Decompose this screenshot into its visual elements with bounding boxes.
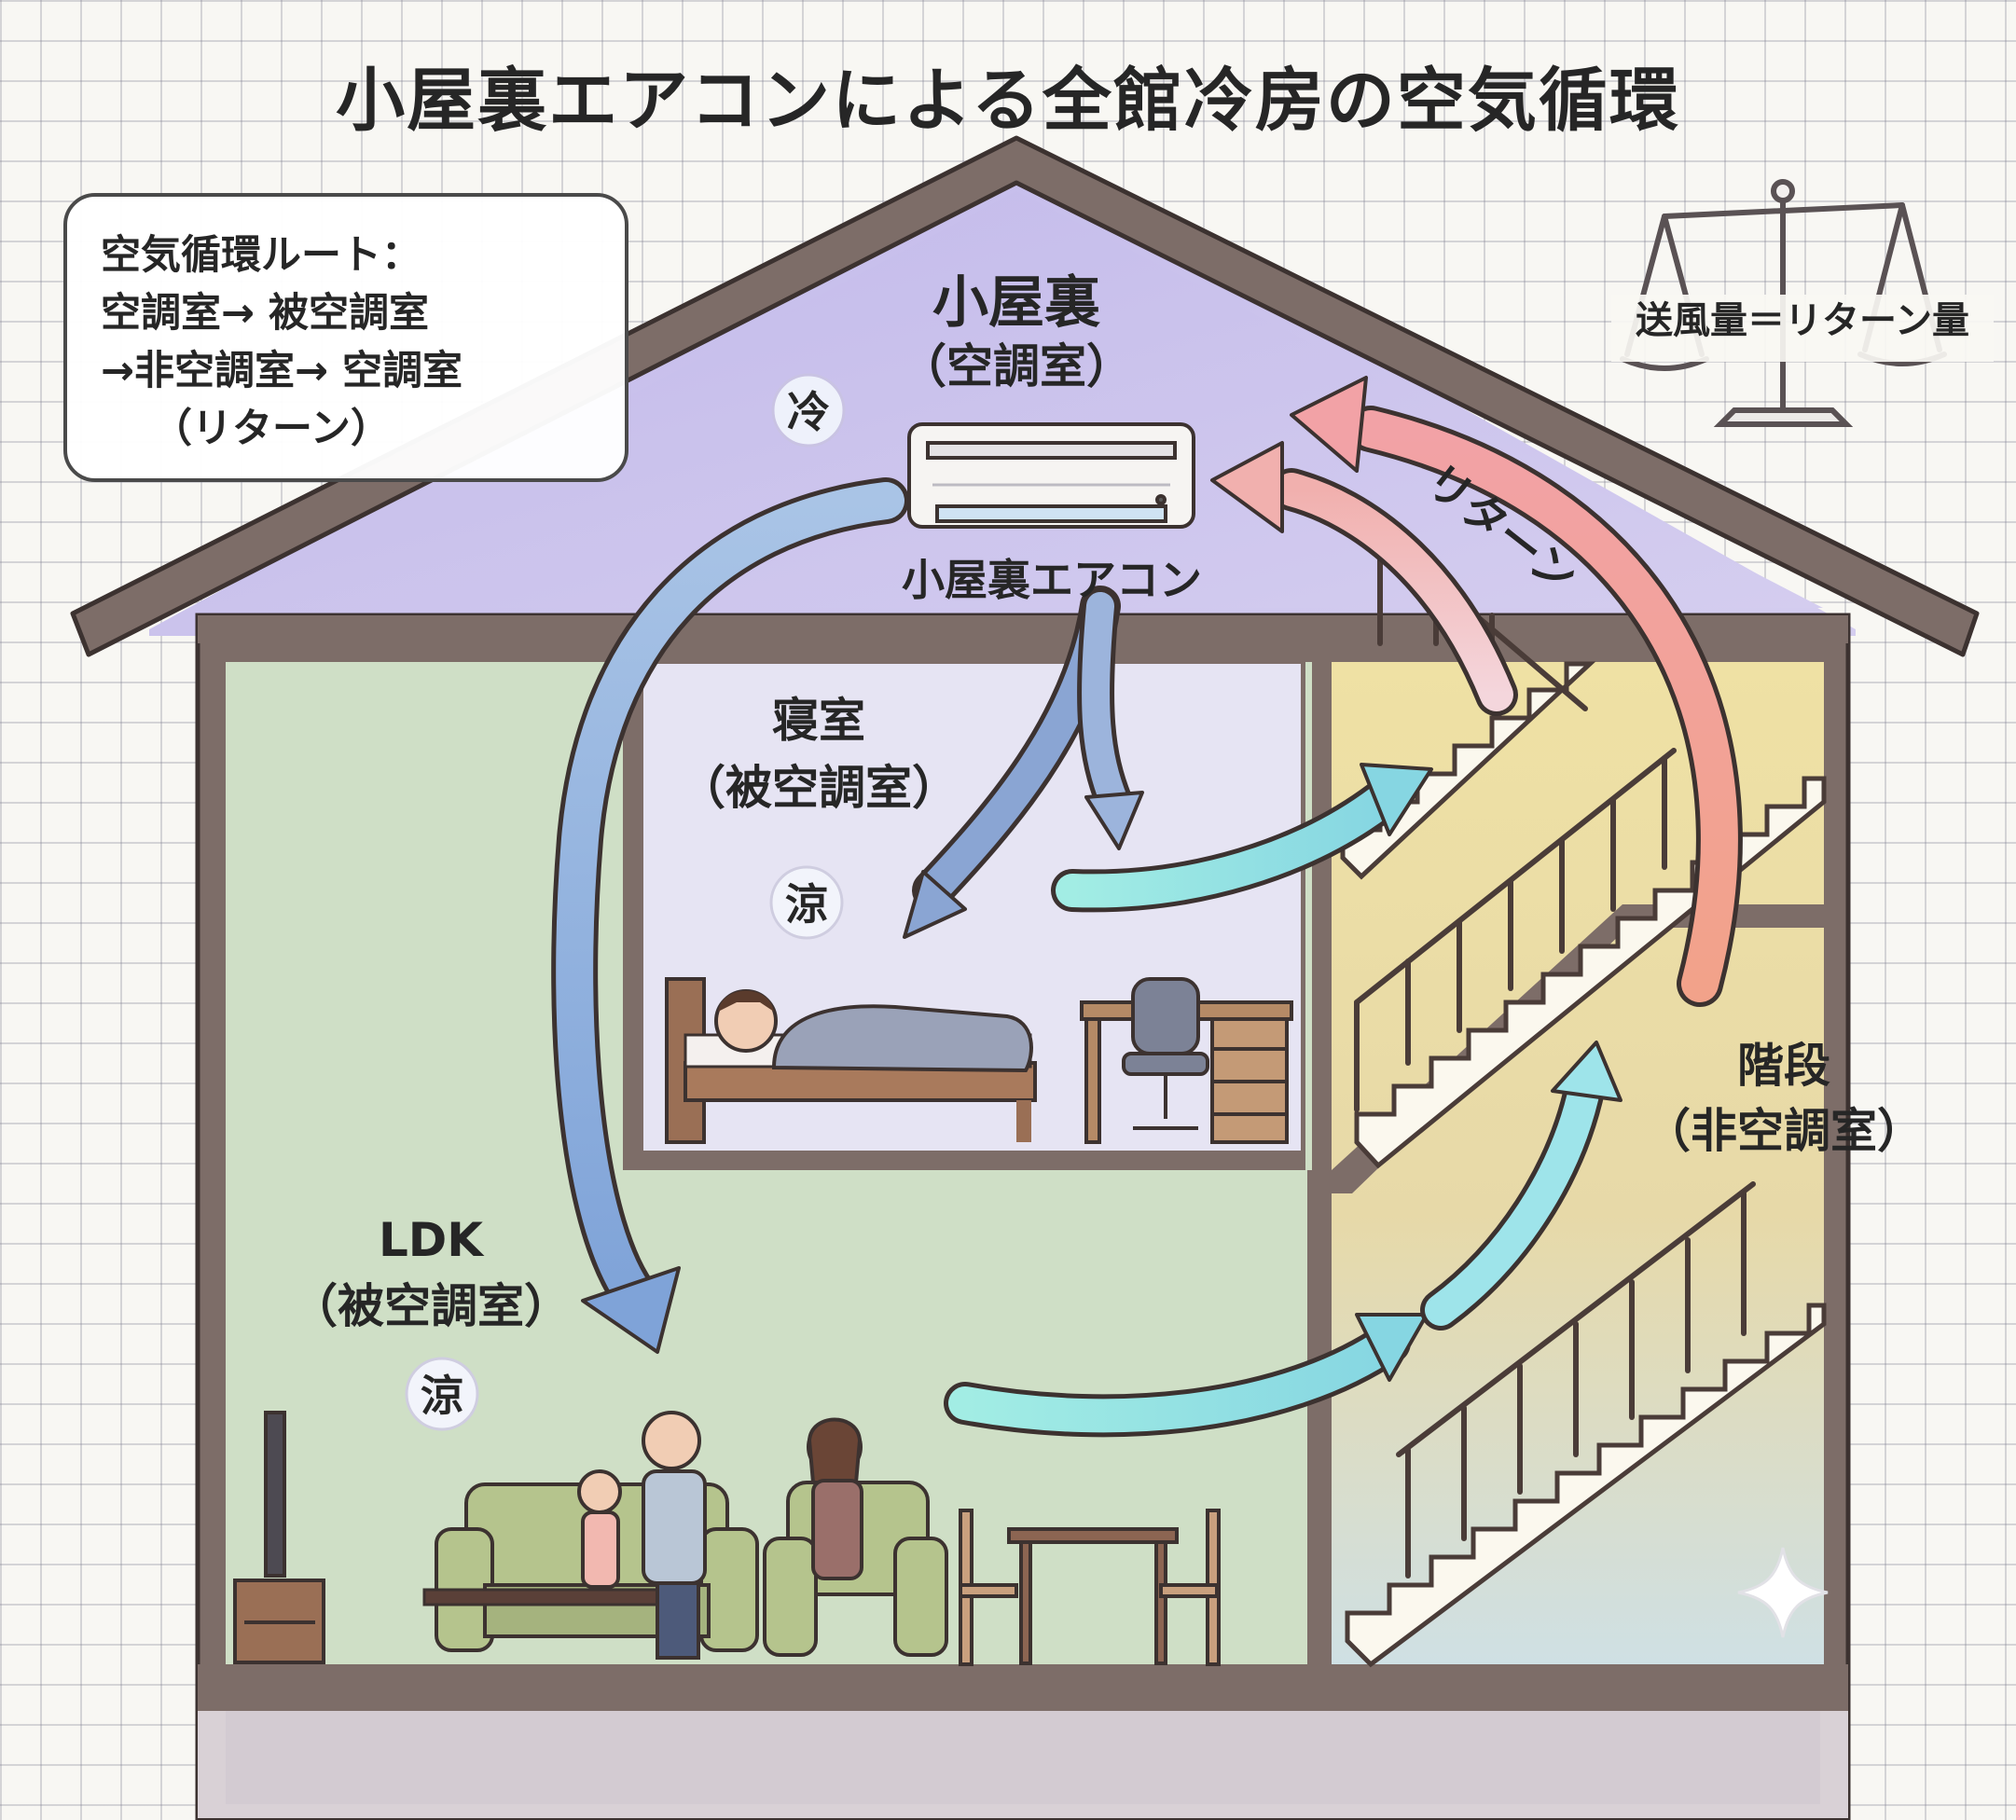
stairs-name: 階段 [1737,1039,1830,1093]
route-line-4: （リターン） [152,406,391,452]
attic-name: 小屋裏 [932,270,1100,336]
ldk-badge-text: 涼 [421,1371,463,1421]
stairs-type: （非空調室） [1644,1104,1924,1158]
return-arrow-outer-head [1290,376,1368,473]
diagram-title: 小屋裏エアコンによる全館冷房の空気循環 [336,61,1680,141]
bedroom-badge-text: 涼 [785,879,828,930]
ldk-stair-wall [1307,1170,1332,1664]
bedroom-type: （被空調室） [679,761,959,815]
route-box: 空気循環ルート： 空調室→ 被空調室 →非空調室→ 空調室 （リターン） [63,193,628,482]
family-people [577,1411,863,1660]
attic-inner [228,191,1823,608]
air-conditioner-icon [907,422,1195,529]
ldk-type: （被空調室） [291,1279,571,1333]
roof [70,135,1980,657]
bed [665,977,1037,1144]
route-line-2: 空調室→ 被空調室 [101,290,429,337]
coffee-table [422,1588,669,1606]
attic-floor [198,615,1848,643]
attic-type: （空調室） [900,339,1133,393]
ac-label: 小屋裏エアコン [902,555,1202,605]
bedroom-badge [769,865,844,940]
supply-arrow-ldk-head [581,1266,681,1354]
bedroom-name: 寝室 [772,694,865,748]
dining-set [959,1509,1221,1666]
route-line-3: →非空調室→ 空調室 [101,348,463,394]
tv-set [233,1411,325,1664]
attic-badge [771,373,846,448]
route-line-1: 空気循環ルート： [101,232,421,279]
balance-label: 送風量＝リターン量 [1636,299,1969,342]
ldk-badge [405,1357,479,1431]
attic-badge-text: 冷 [787,387,830,437]
ldk-name: LDK [379,1213,485,1267]
desk-chair [1122,977,1209,1130]
ground-floor-slab [198,1664,1848,1711]
sparkle-icon [1737,1547,1829,1638]
lower-stair-flight [1345,1303,1827,1668]
